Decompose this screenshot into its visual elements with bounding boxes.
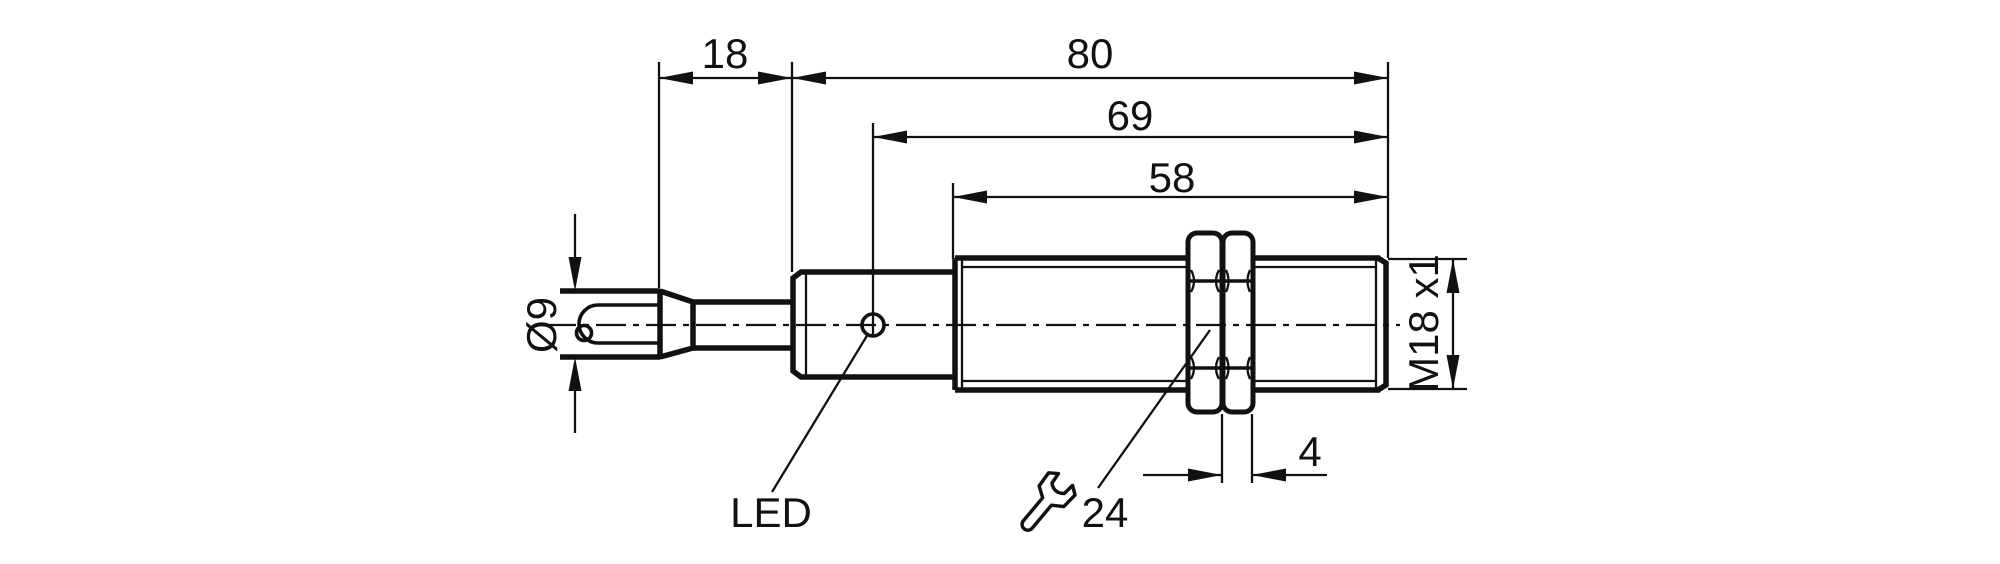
arrow-4-right	[1252, 468, 1286, 482]
label-dim-18: 18	[702, 30, 749, 77]
arrow-m18-top	[1446, 259, 1460, 293]
label-dim-4: 4	[1298, 428, 1321, 475]
arrow-18-left	[659, 71, 693, 85]
wrench-icon	[1020, 471, 1077, 532]
led-leader-line	[771, 333, 869, 493]
arrow-m18-bottom	[1446, 355, 1460, 389]
nut-facet-arcs	[1189, 269, 1252, 380]
dimension-lines	[568, 71, 1460, 482]
arrow-4-left	[1188, 468, 1222, 482]
thread-root-lines	[962, 265, 1375, 383]
arrow-d9-top	[568, 257, 582, 291]
arrow-80-right	[1354, 71, 1388, 85]
arrow-69-right	[1354, 130, 1388, 144]
cable-core-line	[577, 303, 660, 345]
label-led: LED	[730, 489, 812, 536]
cable-cone	[659, 288, 696, 360]
arrow-18-right	[758, 71, 792, 85]
ext-lines-nut-width	[1220, 414, 1254, 483]
label-dim-69: 69	[1107, 92, 1154, 139]
hex-nut-2	[1220, 230, 1256, 415]
arrow-69-left	[873, 130, 907, 144]
label-wrench-size: 24	[1082, 489, 1129, 536]
wrench-leader-line	[1097, 329, 1211, 489]
extension-lines	[657, 62, 1467, 483]
rear-housing	[790, 269, 955, 380]
hex-nuts	[1185, 230, 1256, 415]
cable-gland-tube	[693, 299, 793, 351]
arrow-58-right	[1354, 190, 1388, 204]
hex-nut-1	[1185, 230, 1225, 415]
label-dim-58: 58	[1149, 154, 1196, 201]
arrow-58-left	[953, 190, 987, 204]
label-thread-designation: M18 x1	[1400, 254, 1447, 392]
labels: 18 80 69 58 4 24 LED Ø9 M18 x1	[518, 30, 1447, 536]
label-dim-80: 80	[1067, 30, 1114, 77]
label-cable-diameter: Ø9	[518, 297, 565, 353]
thread-crest-lines	[955, 255, 1380, 393]
arrow-80-left	[792, 71, 826, 85]
arrow-d9-bottom	[568, 357, 582, 391]
nut-facet-lines	[1190, 279, 1251, 370]
